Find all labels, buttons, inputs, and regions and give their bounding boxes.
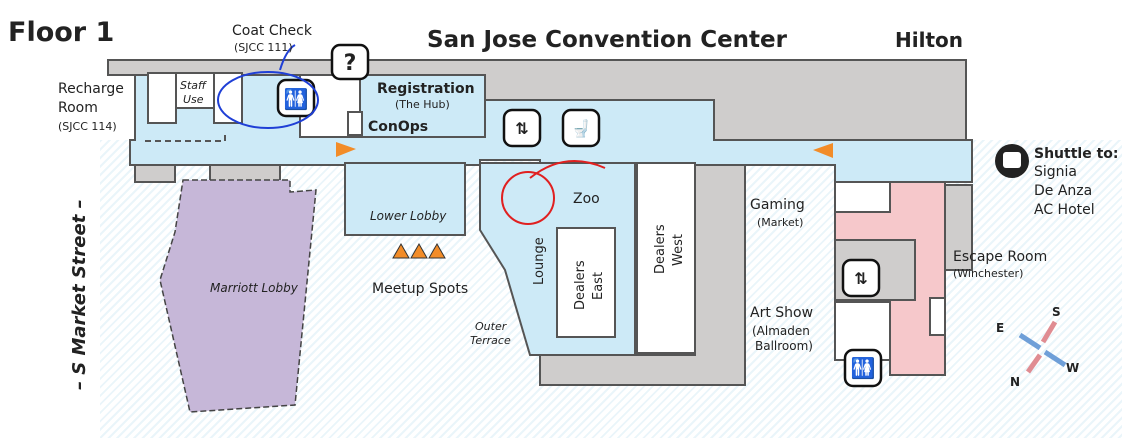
- toilet-icon: 🚽: [561, 108, 601, 148]
- meetup-spot-markers: [392, 242, 446, 259]
- svg-text:🚻: 🚻: [851, 356, 876, 380]
- svg-text:🚽: 🚽: [571, 119, 591, 138]
- coat-check-label: Coat Check: [232, 23, 313, 39]
- zoo-label: Zoo: [573, 191, 600, 207]
- registration-sub: (The Hub): [395, 98, 450, 111]
- terrace-label-2: Terrace: [470, 334, 511, 347]
- direction-arrow: [336, 142, 356, 157]
- restroom-icon: 🚻: [843, 348, 883, 388]
- lounge-label: Lounge: [532, 237, 547, 285]
- gaming-label: Gaming: [750, 197, 805, 213]
- building-title: San Jose Convention Center: [427, 27, 788, 53]
- small-rooms: [147, 72, 363, 136]
- marriott-label: Marriott Lobby: [210, 281, 299, 295]
- marriott-lobby: [159, 179, 317, 413]
- staff-label-2: Use: [183, 93, 204, 106]
- escape-room-sub: (Winchester): [953, 267, 1023, 280]
- dealers-east-room: [556, 227, 616, 338]
- meetup-label: Meetup Spots: [372, 281, 468, 297]
- compass-n: N: [1010, 375, 1020, 389]
- street-label: – S Market Street –: [69, 199, 90, 390]
- recharge-label: Recharge: [58, 81, 124, 97]
- art-show-label: Art Show: [750, 305, 813, 321]
- conops-label: ConOps: [368, 119, 428, 135]
- svg-text:⇅: ⇅: [515, 119, 528, 138]
- shuttle-stop: De Anza: [1034, 183, 1092, 199]
- blue-annotation-circle: [217, 71, 319, 129]
- dealers-west-label-2: West: [671, 234, 686, 266]
- hotel-title: Hilton: [895, 28, 963, 52]
- svg-text:⇅: ⇅: [854, 269, 867, 288]
- shuttle-stop: Signia: [1034, 164, 1077, 180]
- terrace-label: Outer: [475, 320, 508, 333]
- staff-label: Staff: [180, 79, 207, 92]
- restroom-icon: 🚻: [276, 78, 316, 118]
- compass-s: S: [1052, 305, 1061, 319]
- coat-check-sub: (SJCC 111): [234, 41, 293, 54]
- recharge-label-2: Room: [58, 100, 98, 116]
- dealers-west-label: Dealers: [653, 224, 668, 274]
- art-show-sub-2: Ballroom): [755, 339, 813, 353]
- direction-arrow: [813, 143, 833, 158]
- elevator-icon: ⇅: [502, 108, 542, 148]
- art-show-sub: (Almaden: [752, 324, 810, 338]
- recharge-sub: (SJCC 114): [58, 120, 117, 133]
- info-help-icon: ?: [330, 43, 370, 81]
- dealers-east-label-2: East: [591, 272, 606, 300]
- svg-text:🚻: 🚻: [284, 87, 309, 111]
- compass-w: W: [1066, 361, 1079, 375]
- bus-icon: [995, 144, 1029, 178]
- elevator-icon: ⇅: [841, 258, 881, 298]
- hilton-area: [834, 181, 946, 376]
- compass-rose: [1018, 320, 1067, 374]
- lower-lobby-label: Lower Lobby: [370, 209, 447, 223]
- escape-room-label: Escape Room: [953, 249, 1047, 265]
- red-annotation-circle: [501, 171, 555, 225]
- shuttle-title: Shuttle to:: [1034, 146, 1118, 162]
- svg-text:?: ?: [344, 51, 357, 76]
- floor-title: Floor 1: [8, 17, 114, 48]
- dealers-west-room: [636, 162, 696, 354]
- registration-label: Registration: [377, 81, 475, 97]
- shuttle-stop: AC Hotel: [1034, 202, 1095, 218]
- gaming-sub: (Market): [757, 216, 803, 229]
- lower-lobby-area: [344, 162, 466, 236]
- compass-e: E: [996, 321, 1004, 335]
- dealers-east-label: Dealers: [573, 260, 588, 310]
